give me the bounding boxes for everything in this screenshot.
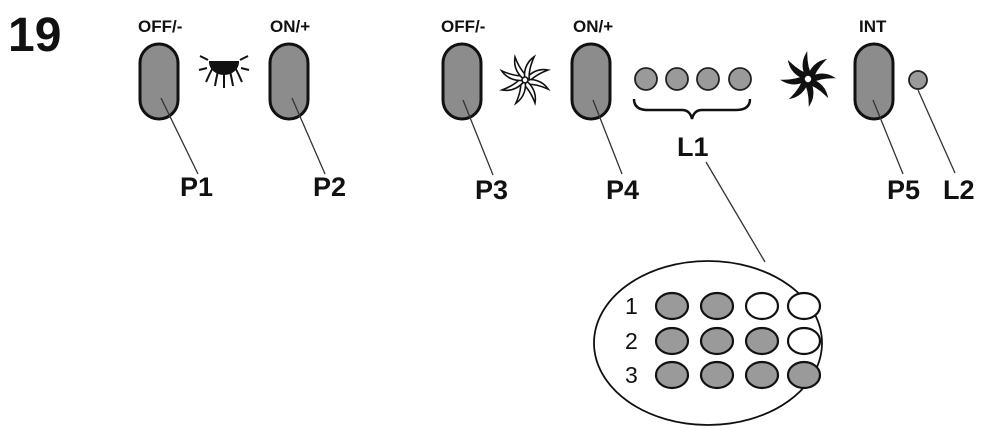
led-l1-3 [696, 67, 720, 91]
callout-p3: P3 [475, 175, 508, 205]
speed-led-off [786, 291, 822, 321]
speed-table: 1 2 3 [625, 291, 822, 390]
button-label-p2: ON/+ [270, 17, 310, 36]
button-label-p1: OFF/- [138, 17, 182, 36]
light-bulb-icon [198, 55, 250, 88]
button-label-p5: INT [859, 17, 887, 36]
led-l2 [908, 70, 928, 90]
figure-number: 19 [8, 9, 61, 62]
led-bar-brace [632, 98, 752, 120]
speed-led-on [654, 291, 690, 321]
callout-l1: L1 [677, 132, 709, 162]
button-p3[interactable] [441, 42, 483, 121]
speed-led-on [699, 326, 735, 356]
callout-l2: L2 [943, 175, 975, 205]
speed-led-off [744, 291, 780, 321]
fan-bold-icon [782, 53, 834, 105]
speed-led-on [699, 291, 735, 321]
fan-icon [500, 55, 550, 105]
speed-led-on [744, 326, 780, 356]
button-p2[interactable] [268, 42, 310, 121]
button-label-p4: ON/+ [573, 17, 613, 36]
callout-p5: P5 [887, 175, 920, 205]
speed-led-on [699, 360, 735, 390]
speed-led-on [786, 360, 822, 390]
leader-lines [160, 89, 956, 263]
speed-led-on [744, 360, 780, 390]
button-p5[interactable] [853, 42, 895, 121]
speed-row-label: 1 [625, 293, 638, 319]
led-l1-4 [728, 67, 752, 91]
callout-p4: P4 [606, 175, 639, 205]
speed-led-off [786, 326, 822, 356]
led-l1-1 [634, 67, 658, 91]
callout-p2: P2 [313, 172, 346, 202]
speed-row-label: 3 [625, 362, 638, 388]
led-l1-2 [665, 67, 689, 91]
speed-led-on [654, 360, 690, 390]
speed-row-label: 2 [625, 328, 638, 354]
button-p4[interactable] [570, 42, 612, 121]
speed-led-on [654, 326, 690, 356]
button-p1[interactable] [138, 42, 180, 121]
button-label-p3: OFF/- [441, 17, 485, 36]
callout-p1: P1 [180, 172, 213, 202]
